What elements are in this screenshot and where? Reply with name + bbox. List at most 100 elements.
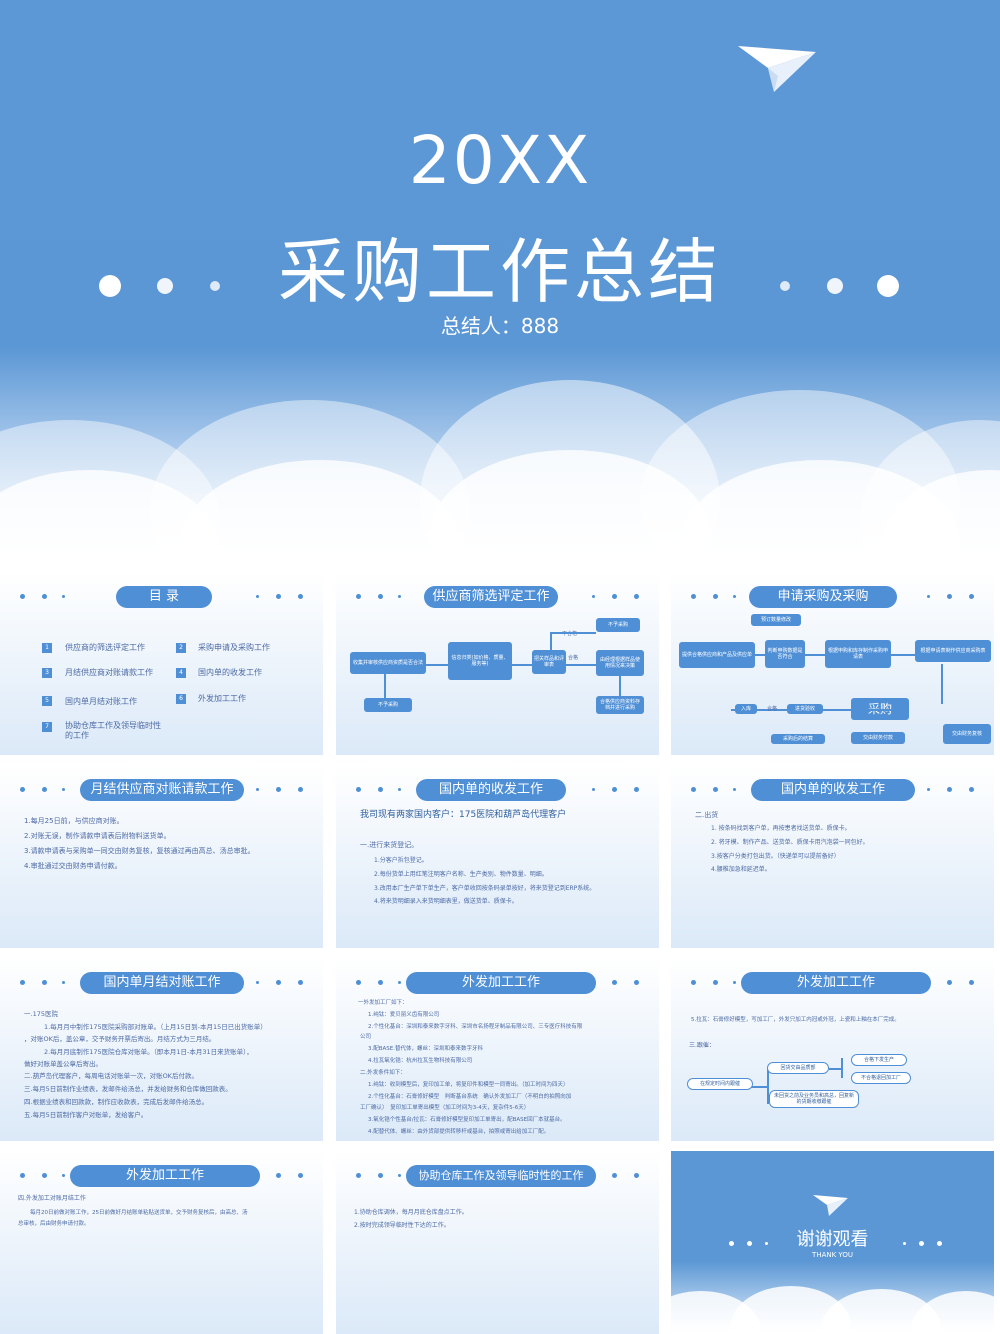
toc-item-3[interactable]: 月结供应商对账请款工作 (65, 668, 153, 677)
dots-left (691, 980, 741, 986)
flow-line (767, 1068, 769, 1104)
flow-box: 进货验收 (787, 704, 823, 714)
flow-label: 合格 (568, 655, 579, 661)
domestic-shipping-slide: 国内单的收发工作 二.出货 1. 按条码找到客户单，再按患者找送货单、质保卡。 … (671, 765, 994, 948)
section-heading: 四.外发加工对账月结工作 (18, 1195, 86, 1202)
dots-right (276, 1173, 306, 1179)
cover-author: 总结人：888 (440, 314, 560, 338)
right-dot-medium (827, 278, 843, 294)
text-line: 1. 按条码找到客户单，再按患者找送货单、质保卡。 (711, 825, 851, 832)
flow-box: 采购后的结算 (771, 734, 825, 744)
assist-warehouse-slide: 协助仓库工作及领导临时性的工作 1.协助仓库调休，每月月底仓库盘点工作。 2.按… (336, 1151, 659, 1334)
section-heading: 三.跟催： (689, 1042, 715, 1049)
domestic-receiving-slide: 国内单的收发工作 我司现有两家国内客户：175医院和葫芦岛代理客户 一.进行来货… (336, 765, 659, 948)
text-line: 3.配BASE.替代体，螺丝：深圳和泰来数字牙科 (368, 1046, 483, 1052)
text-line: 一.175医院 (24, 1010, 58, 1018)
dots-right (927, 594, 977, 600)
flow-box: 交由财务付款 (851, 732, 905, 744)
flow-line (829, 1068, 841, 1070)
left-dot-large (99, 275, 121, 297)
toc-num-2: 2 (176, 643, 186, 653)
text-line: 一外发加工厂如下： (358, 1000, 408, 1006)
text-line: 4.将来货明细录入来货明细表里，做送货单、质保卡。 (374, 898, 518, 905)
thank-you-title: 谢谢观看 (796, 1229, 869, 1250)
slide-title: 国内单的收发工作 (416, 779, 566, 801)
text-line: 二.葫芦岛代理客户，每周电话对账单一次，对账OK后付款。 (24, 1072, 198, 1080)
toc-num-6: 6 (176, 694, 186, 704)
dots-left (20, 1173, 70, 1179)
flow-box: 由经理根据样品使用情况来决策 (596, 650, 644, 676)
text-line: 2. 将牙模、制作产品、送货单、质保卡用汽泡袋一同包好。 (711, 839, 869, 846)
slide-title: 外发加工工作 (741, 972, 931, 994)
text-line: 四.根据业绩表和回款款，制作应收款表，完成后发邮件给汤总。 (24, 1098, 209, 1106)
slide-title: 供应商筛选评定工作 (424, 586, 558, 608)
slide-title: 外发加工工作 (70, 1165, 260, 1187)
flow-box: 合格供应商资料存档并进行采购 (596, 696, 644, 714)
toc-item-4[interactable]: 国内单的收发工作 (198, 668, 262, 677)
flow-line (384, 674, 386, 700)
flow-box: 把关样品和评审表 (532, 650, 566, 674)
text-line: 1.每月月中制作175医院采购部对账单。（上月15日到-本月15日已出货账单） (44, 1023, 267, 1031)
text-line: 3.请款申请表与采购单一同交由财务复核，复核通过再由高总、汤总审批。 (24, 847, 255, 855)
dot (729, 1241, 734, 1246)
toc-item-6[interactable]: 外发加工工作 (198, 694, 246, 703)
toc-item-7[interactable]: 协助仓库工作及领导临时性的工作 (65, 721, 161, 740)
dots-right (256, 787, 306, 793)
section-heading: 一.进行来货登记。 (360, 841, 419, 849)
text-line: 1.纯钛：爱贝丽义齿有限公司 (368, 1012, 440, 1018)
slide-title: 外发加工工作 (406, 972, 596, 994)
dots-left (356, 1173, 406, 1179)
lead-text: 我司现有两家国内客户：175医院和葫芦岛代理客户 (360, 810, 567, 820)
dots-left (691, 787, 741, 793)
text-line: 3.氧化锆个性基台/拉瓦：石膏修好模型复印加工单寄出，配BASE回厂本就基台。 (368, 1117, 566, 1123)
dots-right (947, 980, 977, 986)
dots-right (612, 980, 642, 986)
text-line: ，对账OK后，盖公章，交予财务开票后寄出。月结方式为三月结。 (24, 1035, 216, 1043)
flow-line (941, 664, 943, 704)
flow-box: 预订数量修改 (751, 614, 801, 626)
text-line: 3.改用本厂生产单下单生产，客户单收回按条码录单按好，将来货登记到ERP系统。 (374, 885, 596, 892)
dots-right (927, 787, 977, 793)
text-line: 公司 (360, 1034, 372, 1040)
cover-year: 20XX (408, 122, 592, 199)
left-dot-small (210, 281, 220, 291)
flow-label: 不合格 (562, 631, 578, 637)
left-dot-medium (157, 278, 173, 294)
text-line: 2.个性化基台：深圳和泰来数字牙科、深圳市名扬程牙制品有限公司、三专医疗科技有限 (368, 1024, 583, 1030)
paper-plane-icon (738, 46, 816, 92)
dots-right (256, 980, 306, 986)
flow-box: 判断申购数据是否符合 (765, 640, 805, 668)
toc-num-5: 5 (42, 696, 52, 706)
toc-title: 目 录 (116, 586, 212, 608)
toc-item-2[interactable]: 采购申请及采购工作 (198, 643, 270, 652)
flow-box: 信息归类(如价格、质量、服务等) (448, 642, 512, 680)
slide-title: 国内单的收发工作 (751, 779, 915, 801)
dots-left (20, 594, 70, 600)
flow-box: 不予采购 (364, 698, 412, 712)
toc-num-7: 7 (42, 722, 52, 732)
toc-slide: 目 录 1 供应商的筛选评定工作 2 采购申请及采购工作 3 月结供应商对账请款… (0, 572, 323, 755)
right-dot-large (877, 275, 899, 297)
toc-item-5[interactable]: 国内单月结对账工作 (65, 697, 137, 706)
flow-node: 不合格退回加工厂 (851, 1072, 911, 1084)
flow-line (550, 632, 552, 650)
slide-title: 国内单月结对账工作 (80, 972, 244, 994)
text-line: 5.拉瓦：石膏修好模型，写加工厂，外发只加工内冠或外冠，上瓷和上釉在本厂完成。 (691, 1017, 900, 1023)
toc-num-3: 3 (42, 668, 52, 678)
domestic-monthly-slide: 国内单月结对账工作 一.175医院 1.每月月中制作175医院采购部对账单。（上… (0, 958, 323, 1141)
cloud-band (0, 0, 1000, 560)
flow-box: 不予采购 (596, 618, 640, 632)
monthly-settlement-slide: 月结供应商对账请款工作 1.每月25日前，与供应商对账。 2.对账无误，制作请款… (0, 765, 323, 948)
toc-item-1[interactable]: 供应商的筛选评定工作 (65, 643, 145, 652)
text-line: 总审核，后由财务申请付款。 (18, 1221, 90, 1227)
thank-you-slide: 谢谢观看 THANK YOU (671, 1151, 994, 1334)
dots-right (592, 787, 642, 793)
text-line: 4.审批通过交由财务申请付款。 (24, 862, 122, 870)
dots-left (356, 980, 406, 986)
slide-title: 申请采购及采购 (749, 586, 897, 608)
flow-box: 根据申请表制作供应商采购表 (915, 640, 991, 662)
flow-box: 根据申购和库存制作采购申请表 (825, 640, 891, 668)
right-dot-small (780, 281, 790, 291)
text-line: 3.按客户分类打包出货。（快递单可以提前备好） (711, 853, 840, 860)
dots-left (20, 787, 70, 793)
